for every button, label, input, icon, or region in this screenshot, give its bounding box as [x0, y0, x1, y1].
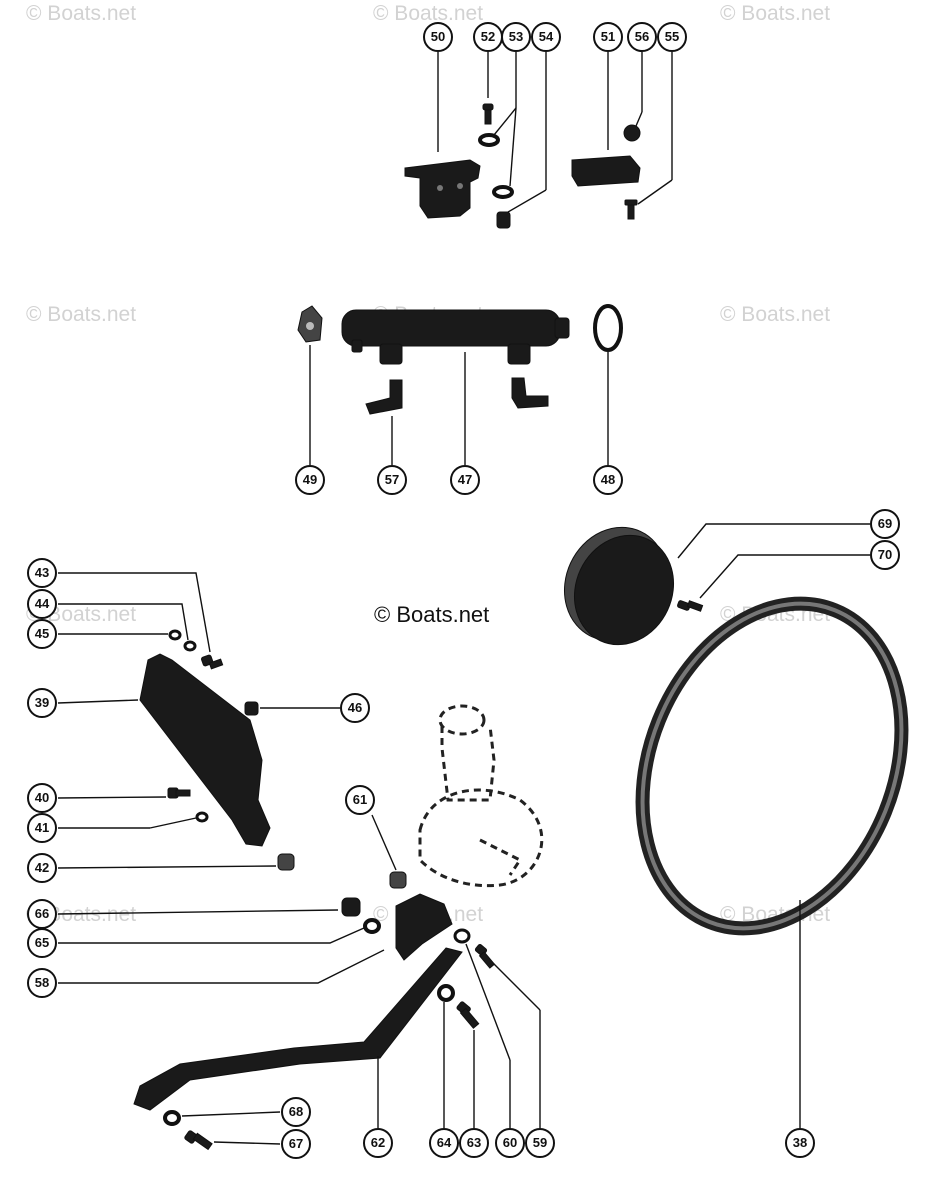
washer-60	[453, 928, 471, 944]
callout-53: 53	[501, 22, 531, 52]
callout-38: 38	[785, 1128, 815, 1158]
screw-55	[624, 199, 638, 220]
callout-69: 69	[870, 509, 900, 539]
callout-60: 60	[495, 1128, 525, 1158]
callout-56: 56	[627, 22, 657, 52]
washer-53b	[492, 185, 514, 199]
callout-49: 49	[295, 465, 325, 495]
nut-54	[496, 211, 511, 229]
washer-44	[183, 640, 197, 652]
callout-57: 57	[377, 465, 407, 495]
callout-39: 39	[27, 688, 57, 718]
callout-43: 43	[27, 558, 57, 588]
pulley-69	[563, 526, 675, 646]
callout-55: 55	[657, 22, 687, 52]
callout-63: 63	[459, 1128, 489, 1158]
fitting-57	[365, 379, 403, 415]
callout-58: 58	[27, 968, 57, 998]
callout-51: 51	[593, 22, 623, 52]
screw-63	[456, 1001, 480, 1029]
callout-45: 45	[27, 619, 57, 649]
screw-43	[200, 654, 224, 670]
callout-48: 48	[593, 465, 623, 495]
callout-40: 40	[27, 783, 57, 813]
belt-38	[635, 596, 909, 936]
cap-49	[297, 305, 323, 343]
callout-66: 66	[27, 899, 57, 929]
arm-62	[133, 947, 463, 1111]
washer-45	[168, 629, 182, 641]
washer-64	[437, 984, 455, 1002]
callout-62: 62	[363, 1128, 393, 1158]
alternator-outline	[418, 704, 544, 888]
screw-70	[677, 600, 704, 612]
fitting-57b	[511, 377, 549, 409]
washer-53	[478, 133, 500, 147]
cooler-47	[341, 309, 570, 365]
callout-52: 52	[473, 22, 503, 52]
clamp-48	[593, 304, 623, 352]
callout-61: 61	[345, 785, 375, 815]
nut-61	[389, 871, 407, 889]
screw-59	[474, 944, 496, 969]
callout-65: 65	[27, 928, 57, 958]
callout-44: 44	[27, 589, 57, 619]
nut-66	[341, 897, 361, 917]
washer-65	[363, 918, 381, 934]
callout-64: 64	[429, 1128, 459, 1158]
washer-41	[195, 811, 209, 823]
callout-42: 42	[27, 853, 57, 883]
watermark: © Boats.net	[720, 303, 831, 326]
nut-56	[623, 124, 641, 142]
callout-47: 47	[450, 465, 480, 495]
bracket-50	[404, 159, 481, 219]
washer-68	[163, 1110, 181, 1126]
nut-42	[277, 853, 295, 871]
callout-46: 46	[340, 693, 370, 723]
callout-68: 68	[281, 1097, 311, 1127]
watermark: © Boats.net	[26, 2, 137, 25]
bracket-39	[139, 653, 271, 847]
watermark: © Boats.net	[26, 303, 137, 326]
watermark: © Boats.net	[373, 2, 484, 25]
callout-70: 70	[870, 540, 900, 570]
leader-lines	[57, 52, 870, 1145]
screw-67	[184, 1130, 213, 1151]
screw-40	[167, 787, 191, 799]
screw-52	[482, 103, 494, 125]
callout-50: 50	[423, 22, 453, 52]
bracket-58	[395, 893, 453, 961]
callout-41: 41	[27, 813, 57, 843]
callout-59: 59	[525, 1128, 555, 1158]
center-watermark: © Boats.net	[374, 602, 490, 627]
callout-54: 54	[531, 22, 561, 52]
nut-46	[244, 701, 259, 716]
callout-67: 67	[281, 1129, 311, 1159]
watermark: © Boats.net	[720, 2, 831, 25]
bracket-51	[571, 155, 641, 187]
